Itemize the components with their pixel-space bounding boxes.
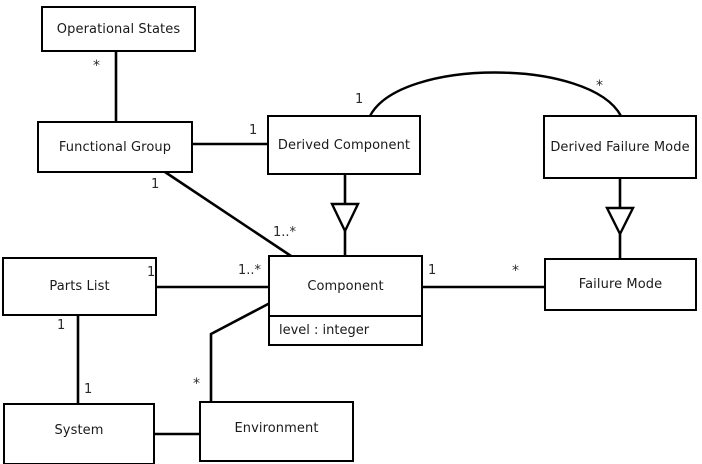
edge-derived-component-derived-failure-mode-arc — [368, 71, 623, 117]
class-box-derived-component[interactable]: Derived Component — [267, 115, 421, 175]
generalization-triangle-component — [330, 202, 360, 234]
multiplicity-arc-derived-component-end: 1 — [355, 92, 364, 107]
class-box-operational-states[interactable]: Operational States — [41, 6, 196, 52]
multiplicity-parts-list-to-system-top: 1 — [57, 318, 66, 333]
edge-functional-group-component — [164, 170, 292, 258]
multiplicity-parts-list-to-component: 1 — [147, 265, 156, 280]
multiplicity-operational-states-functional-group: * — [93, 58, 100, 74]
class-name-component: Component — [307, 278, 384, 294]
class-box-system[interactable]: System — [3, 403, 155, 464]
multiplicity-parts-list-to-system-bottom: 1 — [84, 382, 93, 397]
multiplicity-arc-derived-failure-mode-end: * — [596, 78, 603, 94]
class-box-failure-mode[interactable]: Failure Mode — [544, 258, 697, 311]
multiplicity-component-from-parts-list: 1..* — [238, 263, 262, 278]
class-name-failure-mode: Failure Mode — [578, 277, 663, 292]
class-name-derived-component: Derived Component — [277, 137, 411, 153]
class-name-parts-list: Parts List — [49, 279, 110, 294]
class-name-environment: Environment — [234, 421, 319, 436]
multiplicity-failure-mode-from-component: * — [512, 263, 519, 279]
class-box-derived-failure-mode[interactable]: Derived Failure Mode — [543, 115, 697, 179]
class-box-functional-group[interactable]: Functional Group — [37, 121, 193, 173]
multiplicity-functional-group-to-component: 1 — [151, 177, 160, 192]
class-name-derived-failure-mode: Derived Failure Mode — [550, 139, 690, 155]
class-attribute-component-level: level : integer — [270, 315, 421, 344]
class-box-environment[interactable]: Environment — [199, 401, 354, 462]
class-name-operational-states: Operational States — [56, 21, 181, 37]
edge-component-environment — [209, 301, 271, 401]
multiplicity-component-from-functional-group: 1..* — [273, 225, 297, 240]
class-name-system: System — [54, 422, 104, 438]
class-box-parts-list[interactable]: Parts List — [2, 257, 157, 316]
generalization-triangle-failure-mode — [605, 206, 635, 237]
multiplicity-derived-component-from-functional-group: 1 — [249, 123, 258, 138]
multiplicity-environment-to-component: * — [193, 376, 200, 392]
class-name-functional-group: Functional Group — [58, 139, 172, 155]
class-box-component[interactable]: Component level : integer — [268, 255, 423, 346]
multiplicity-component-to-failure-mode: 1 — [428, 263, 437, 278]
